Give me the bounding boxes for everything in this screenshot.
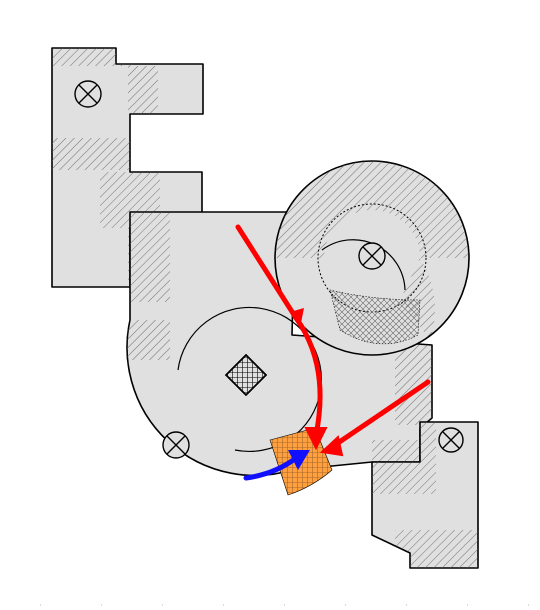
diamond-grid-icon: [224, 353, 268, 397]
ground-hatch-icon: [127, 212, 432, 465]
circle-cross-icon: [162, 431, 190, 459]
force-arrow-upper: [235, 224, 328, 451]
circle-cross-icon: [74, 80, 102, 108]
gear-cam: [274, 160, 470, 356]
circle-cross-icon: [358, 242, 386, 270]
force-arrow-lower: [319, 379, 431, 457]
motion-arrow: [243, 450, 310, 481]
frame-right: [371, 421, 479, 569]
ground-hatch-icon: [372, 422, 478, 568]
circle-cross-icon: [438, 427, 464, 453]
